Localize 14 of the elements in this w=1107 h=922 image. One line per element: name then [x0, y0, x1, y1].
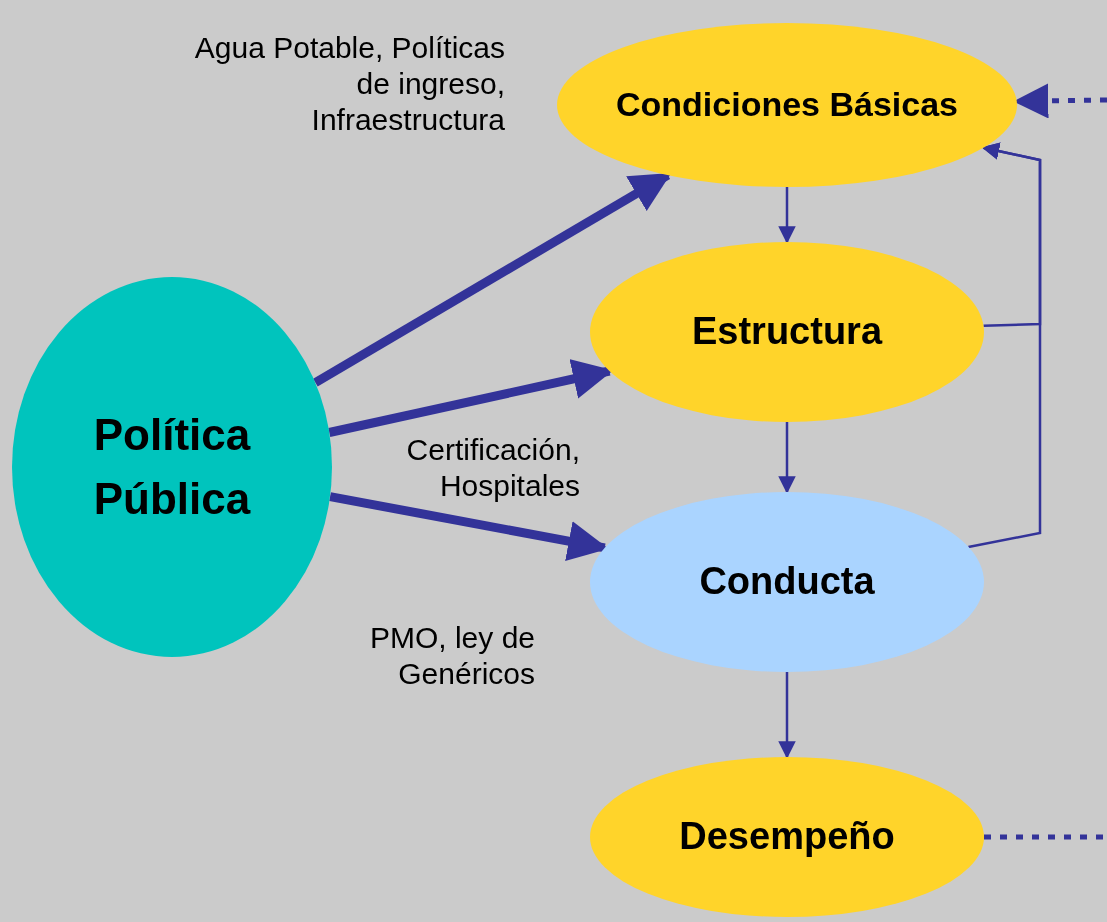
- edge-label: Agua Potable, Políticas de ingreso, Infraestructura: [193, 30, 505, 138]
- edge-label: PMO, ley de Genéricos: [368, 620, 535, 692]
- node-label: Estructura: [691, 309, 883, 355]
- arrow: [313, 171, 672, 387]
- node-label: Política Pública: [92, 409, 252, 525]
- arrow: [778, 422, 796, 494]
- arrow: [778, 187, 796, 244]
- edge-label: Certificación, Hospitales: [405, 432, 580, 504]
- node-label: Conducta: [699, 559, 875, 605]
- node-label: Condiciones Básicas: [616, 84, 958, 126]
- arrow: [329, 492, 609, 562]
- arrow: [968, 142, 1042, 549]
- node-label: Desempeño: [679, 814, 895, 860]
- arrow: [778, 672, 796, 759]
